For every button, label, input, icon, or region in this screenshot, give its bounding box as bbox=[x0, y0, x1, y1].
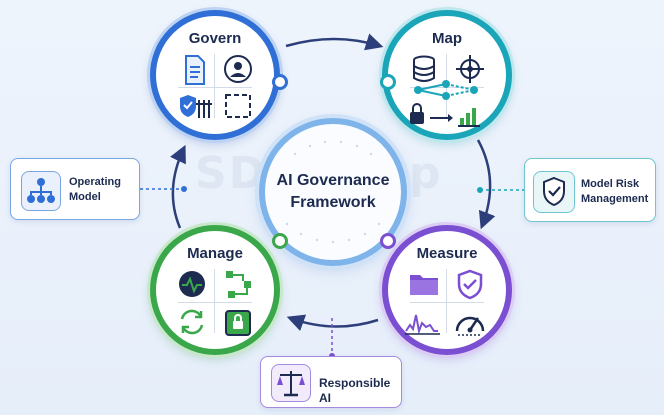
dot-pattern bbox=[285, 140, 381, 244]
node-manage-title: Manage bbox=[187, 245, 243, 262]
network-icon bbox=[408, 80, 478, 100]
node-map-title: Map bbox=[432, 30, 462, 47]
waveform-icon bbox=[402, 305, 442, 341]
dashed-frame-icon bbox=[218, 90, 258, 126]
node-measure[interactable]: Measure bbox=[380, 225, 512, 355]
node-govern-title: Govern bbox=[188, 30, 242, 47]
node-govern[interactable]: Govern bbox=[150, 10, 288, 140]
node-manage[interactable]: Manage bbox=[150, 225, 288, 355]
workflow-icon bbox=[218, 267, 258, 303]
shield-check-icon bbox=[533, 171, 575, 213]
org-chart-icon bbox=[21, 171, 61, 211]
card-operating-model[interactable]: Operating Model bbox=[10, 158, 140, 220]
lockbox-icon bbox=[218, 305, 258, 341]
gauge-icon bbox=[450, 305, 490, 341]
target-icon bbox=[450, 52, 490, 88]
card-model-risk-label: Model Risk Management bbox=[581, 178, 649, 205]
heartbeat-icon bbox=[172, 267, 212, 303]
folder-icon bbox=[404, 267, 444, 303]
user-icon bbox=[218, 52, 258, 88]
document-icon bbox=[174, 52, 214, 88]
center-title: AI Governance Framework bbox=[276, 172, 390, 211]
shield-check-icon bbox=[450, 267, 490, 303]
lock-chart-icon bbox=[406, 102, 492, 128]
node-map[interactable]: Map bbox=[380, 10, 512, 140]
card-responsible-ai[interactable]: Responsible AI bbox=[260, 356, 402, 408]
card-responsible-ai-label: Responsible AI bbox=[319, 376, 391, 405]
arrow-govern-to-map bbox=[285, 33, 384, 51]
card-model-risk[interactable]: Model Risk Management bbox=[524, 158, 656, 222]
database-icon bbox=[404, 52, 444, 88]
scales-icon bbox=[271, 364, 311, 402]
cycle-icon bbox=[172, 305, 212, 341]
card-operating-model-label: Operating Model bbox=[69, 176, 121, 203]
node-measure-title: Measure bbox=[416, 245, 478, 262]
shield-gate-icon bbox=[174, 90, 214, 126]
arrow-map-to-measure bbox=[476, 139, 496, 230]
arrow-measure-to-manage bbox=[286, 314, 379, 332]
center-framework-circle: AI Governance Framework bbox=[259, 118, 407, 266]
